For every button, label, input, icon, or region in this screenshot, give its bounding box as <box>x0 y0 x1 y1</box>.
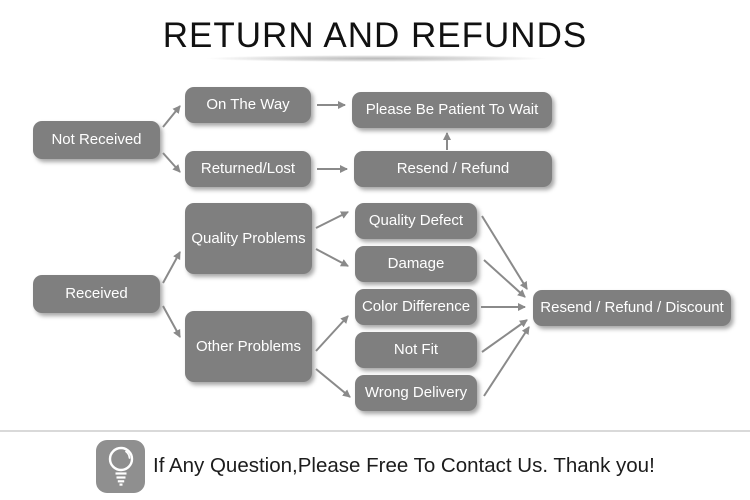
footer: If Any Question,Please Free To Contact U… <box>96 439 655 493</box>
node-resend-refund-discount: Resend / Refund / Discount <box>533 290 731 326</box>
node-on-the-way: On The Way <box>185 87 311 123</box>
node-not-fit: Not Fit <box>355 332 477 368</box>
node-returned-lost: Returned/Lost <box>185 151 311 187</box>
node-not-received: Not Received <box>33 121 160 159</box>
node-damage: Damage <box>355 246 477 282</box>
node-resend-refund: Resend / Refund <box>354 151 552 187</box>
page-title: RETURN AND REFUNDS <box>162 16 588 55</box>
node-wrong-delivery: Wrong Delivery <box>355 375 477 411</box>
footer-message: If Any Question,Please Free To Contact U… <box>153 454 655 477</box>
title-underline <box>158 54 594 63</box>
node-quality-problems: Quality Problems <box>185 203 312 274</box>
footer-divider <box>0 430 750 432</box>
node-color-difference: Color Difference <box>355 289 477 325</box>
node-quality-defect: Quality Defect <box>355 203 477 239</box>
lightbulb-icon <box>96 439 145 493</box>
node-other-problems: Other Problems <box>185 311 312 382</box>
node-please-be-patient: Please Be Patient To Wait <box>352 92 552 128</box>
node-received: Received <box>33 275 160 313</box>
